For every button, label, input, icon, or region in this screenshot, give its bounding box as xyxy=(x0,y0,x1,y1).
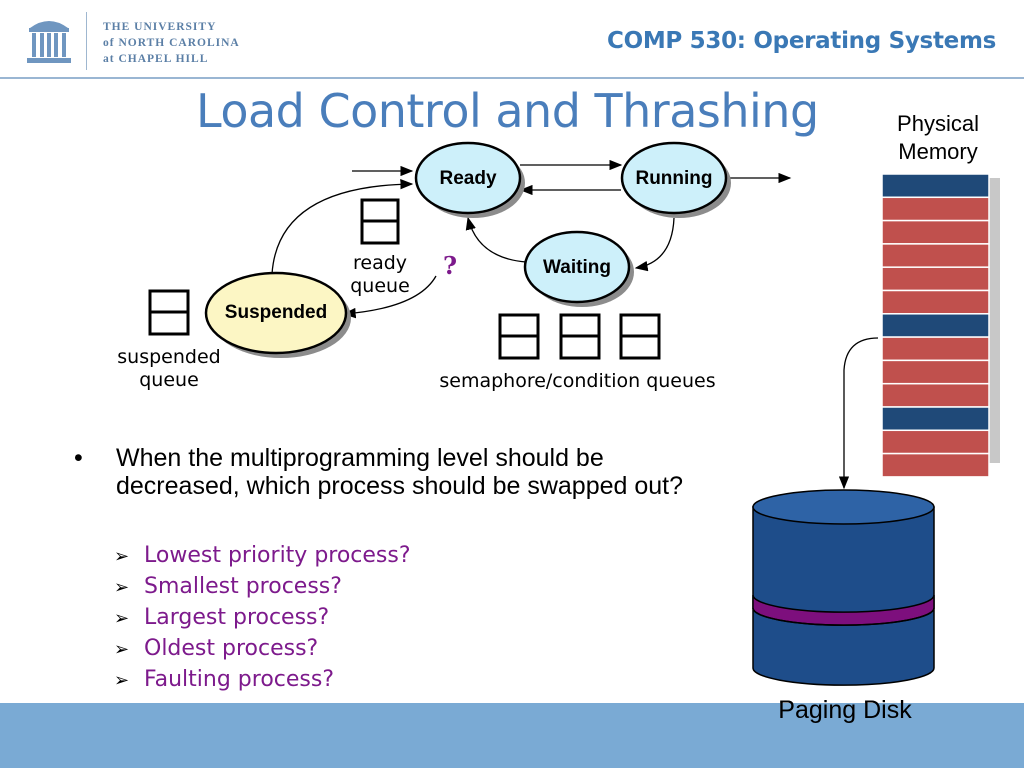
ready-to-suspended-arrow xyxy=(342,275,437,319)
sub-bullet-item: ➢Faulting process? xyxy=(114,664,411,695)
memory-frame xyxy=(881,219,990,245)
logo-line: at CHAPEL HILL xyxy=(103,53,209,65)
question-mark: ? xyxy=(443,251,458,280)
state-suspended xyxy=(204,271,351,358)
sub-bullet-item: ➢Largest process? xyxy=(114,602,411,633)
logo-line: of NORTH CAROLINA xyxy=(103,37,240,49)
sub-bullet-item: ➢Smallest process? xyxy=(114,571,411,602)
waiting-label: Waiting xyxy=(543,257,611,278)
memory-frame-occupied xyxy=(881,313,990,338)
semaphore-queue-icon xyxy=(619,313,661,360)
memory-frame xyxy=(881,452,990,478)
sub-bullet-item: ➢Oldest process? xyxy=(114,633,411,664)
footer-band xyxy=(0,703,1024,768)
bullet-marker: • xyxy=(74,444,83,472)
waiting-to-ready-arrow xyxy=(465,216,527,263)
memory-frame xyxy=(881,196,990,222)
suspended-to-ready-arrow xyxy=(271,178,414,275)
sub-bullet-marker: ➢ xyxy=(114,670,130,691)
semaphore-queues-label: semaphore/condition queues xyxy=(439,370,716,392)
suspended-queue-icon xyxy=(148,289,190,336)
suspended-label: Suspended xyxy=(224,302,328,323)
sub-bullet-marker: ➢ xyxy=(114,577,130,598)
semaphore-queue-icon xyxy=(498,313,540,360)
memory-frame-occupied xyxy=(881,406,990,432)
memory-frame xyxy=(881,429,990,455)
memory-to-disk-arrow xyxy=(838,337,879,490)
ready-label: Ready xyxy=(439,168,497,189)
slide-title: Load Control and Thrashing xyxy=(196,84,819,138)
sub-bullet-item: ➢Lowest priority process? xyxy=(114,540,411,571)
memory-frame xyxy=(881,266,990,292)
running-to-waiting-arrow xyxy=(634,217,675,272)
running-label: Running xyxy=(635,168,713,189)
suspended-queue-label: suspended queue xyxy=(117,346,221,391)
course-title: COMP 530: Operating Systems xyxy=(607,28,996,54)
paging-disk xyxy=(752,489,935,686)
university-logo xyxy=(26,14,72,68)
sub-bullet-list: ➢Lowest priority process? ➢Smallest proc… xyxy=(114,540,411,695)
ready-queue-label: ready queue xyxy=(350,252,410,297)
state-running xyxy=(620,141,731,218)
paging-disk-caption: Paging Disk xyxy=(778,696,912,724)
state-ready xyxy=(414,141,525,218)
memory-frame xyxy=(881,289,990,315)
memory-frame xyxy=(881,382,990,408)
ready-queue-icon xyxy=(360,198,400,245)
physical-memory-stack xyxy=(881,173,1000,478)
memory-frame xyxy=(881,336,990,362)
memory-frame xyxy=(881,359,990,385)
state-waiting xyxy=(523,230,634,307)
university-wordmark: THE UNIVERSITY of NORTH CAROLINA at CHAP… xyxy=(103,19,240,67)
header-divider xyxy=(0,77,1024,79)
semaphore-queue-icon xyxy=(559,313,601,360)
sub-bullet-marker: ➢ xyxy=(114,546,130,567)
old-well-icon xyxy=(27,21,71,63)
sub-bullet-marker: ➢ xyxy=(114,639,130,660)
memory-frame xyxy=(881,243,990,268)
physical-memory-label: Physical Memory xyxy=(897,111,979,164)
memory-frame-occupied xyxy=(881,173,990,199)
logo-line: THE UNIVERSITY xyxy=(103,21,217,33)
bullet-text: When the multiprogramming level should b… xyxy=(116,444,684,500)
logo-divider xyxy=(86,12,87,70)
sub-bullet-marker: ➢ xyxy=(114,608,130,629)
